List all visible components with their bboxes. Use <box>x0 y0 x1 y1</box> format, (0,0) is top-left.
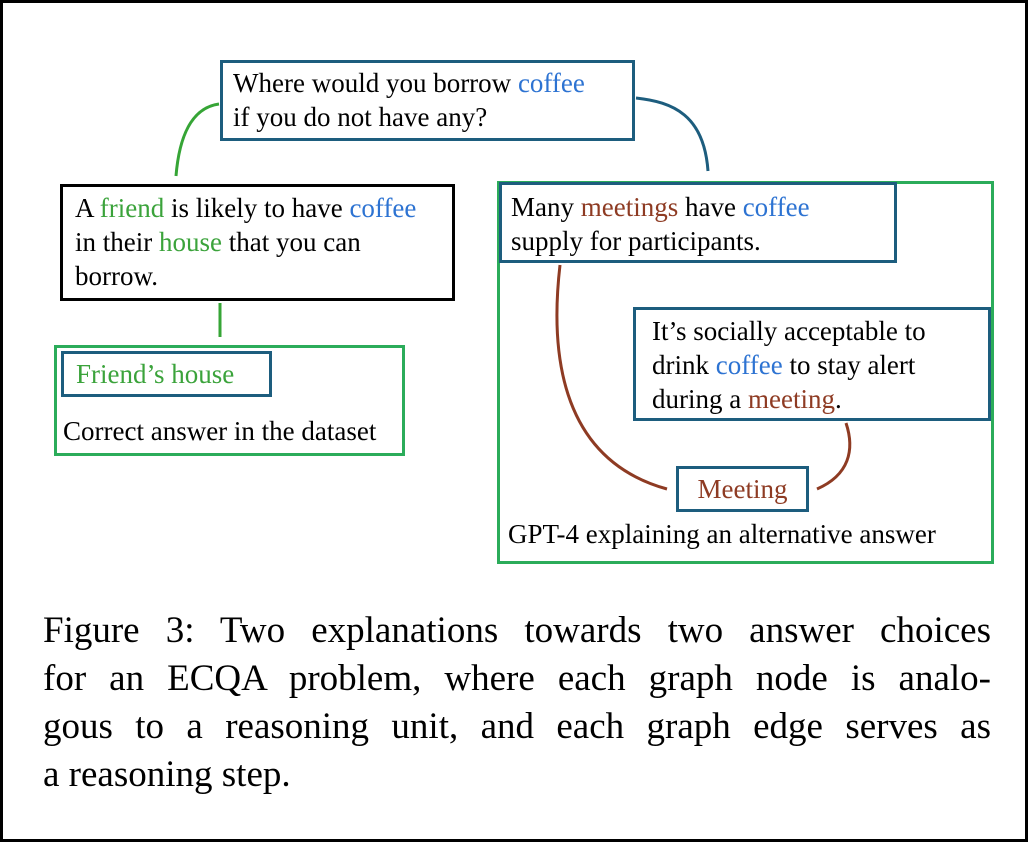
caption-line: Figure 3: Two explanations towards two a… <box>43 610 991 651</box>
edge-question-to-gpt4-explanation <box>635 96 710 172</box>
dataset-group-label: Correct answer in the dataset <box>63 416 377 446</box>
node-meeting: Meeting <box>676 466 809 512</box>
edge-question-to-dataset-explanation <box>174 102 220 177</box>
caption-line: for an ECQA problem, where each graph no… <box>43 658 991 699</box>
gpt4-group-label: GPT-4 explaining an alternative answer <box>508 519 936 549</box>
caption-line: a reasoning step. <box>43 754 291 795</box>
node-friends-house: Friend’s house <box>61 351 272 397</box>
figure-caption: Figure 3: Two explanations towards two a… <box>43 607 991 799</box>
caption-line: gous to a reasoning unit, and each graph… <box>43 706 991 747</box>
